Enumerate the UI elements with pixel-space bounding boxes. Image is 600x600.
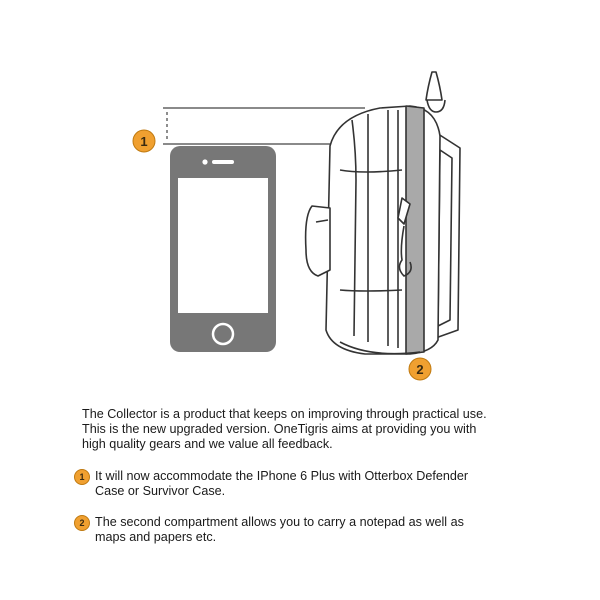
product-illustration: 1 2 [132,71,461,381]
pouch-graphic [304,71,461,355]
dimension-lines [163,107,365,145]
note-1-line-1: It will now accommodate the IPhone 6 Plu… [95,469,469,483]
note-1-line-2: Case or Survivor Case. [95,484,226,498]
svg-text:1: 1 [140,134,147,149]
intro-line-2: This is the new upgraded version. OneTig… [82,422,477,436]
note-2-line-2: maps and papers etc. [95,530,217,544]
note-badge-2: 2 [74,515,90,531]
phone-graphic [170,146,276,352]
note-badge-1: 1 [74,469,90,485]
intro-paragraph: The Collector is a product that keeps on… [82,407,552,452]
intro-line-1: The Collector is a product that keeps on… [82,407,487,421]
intro-line-3: high quality gears and we value all feed… [82,437,333,451]
svg-text:2: 2 [416,362,423,377]
callout-badge-1: 1 [132,129,156,153]
note-2-line-1: The second compartment allows you to car… [95,515,464,529]
feature-note-2: 2 The second compartment allows you to c… [74,515,554,545]
callout-badge-2: 2 [408,357,432,381]
feature-note-1: 1 It will now accommodate the IPhone 6 P… [74,469,554,499]
